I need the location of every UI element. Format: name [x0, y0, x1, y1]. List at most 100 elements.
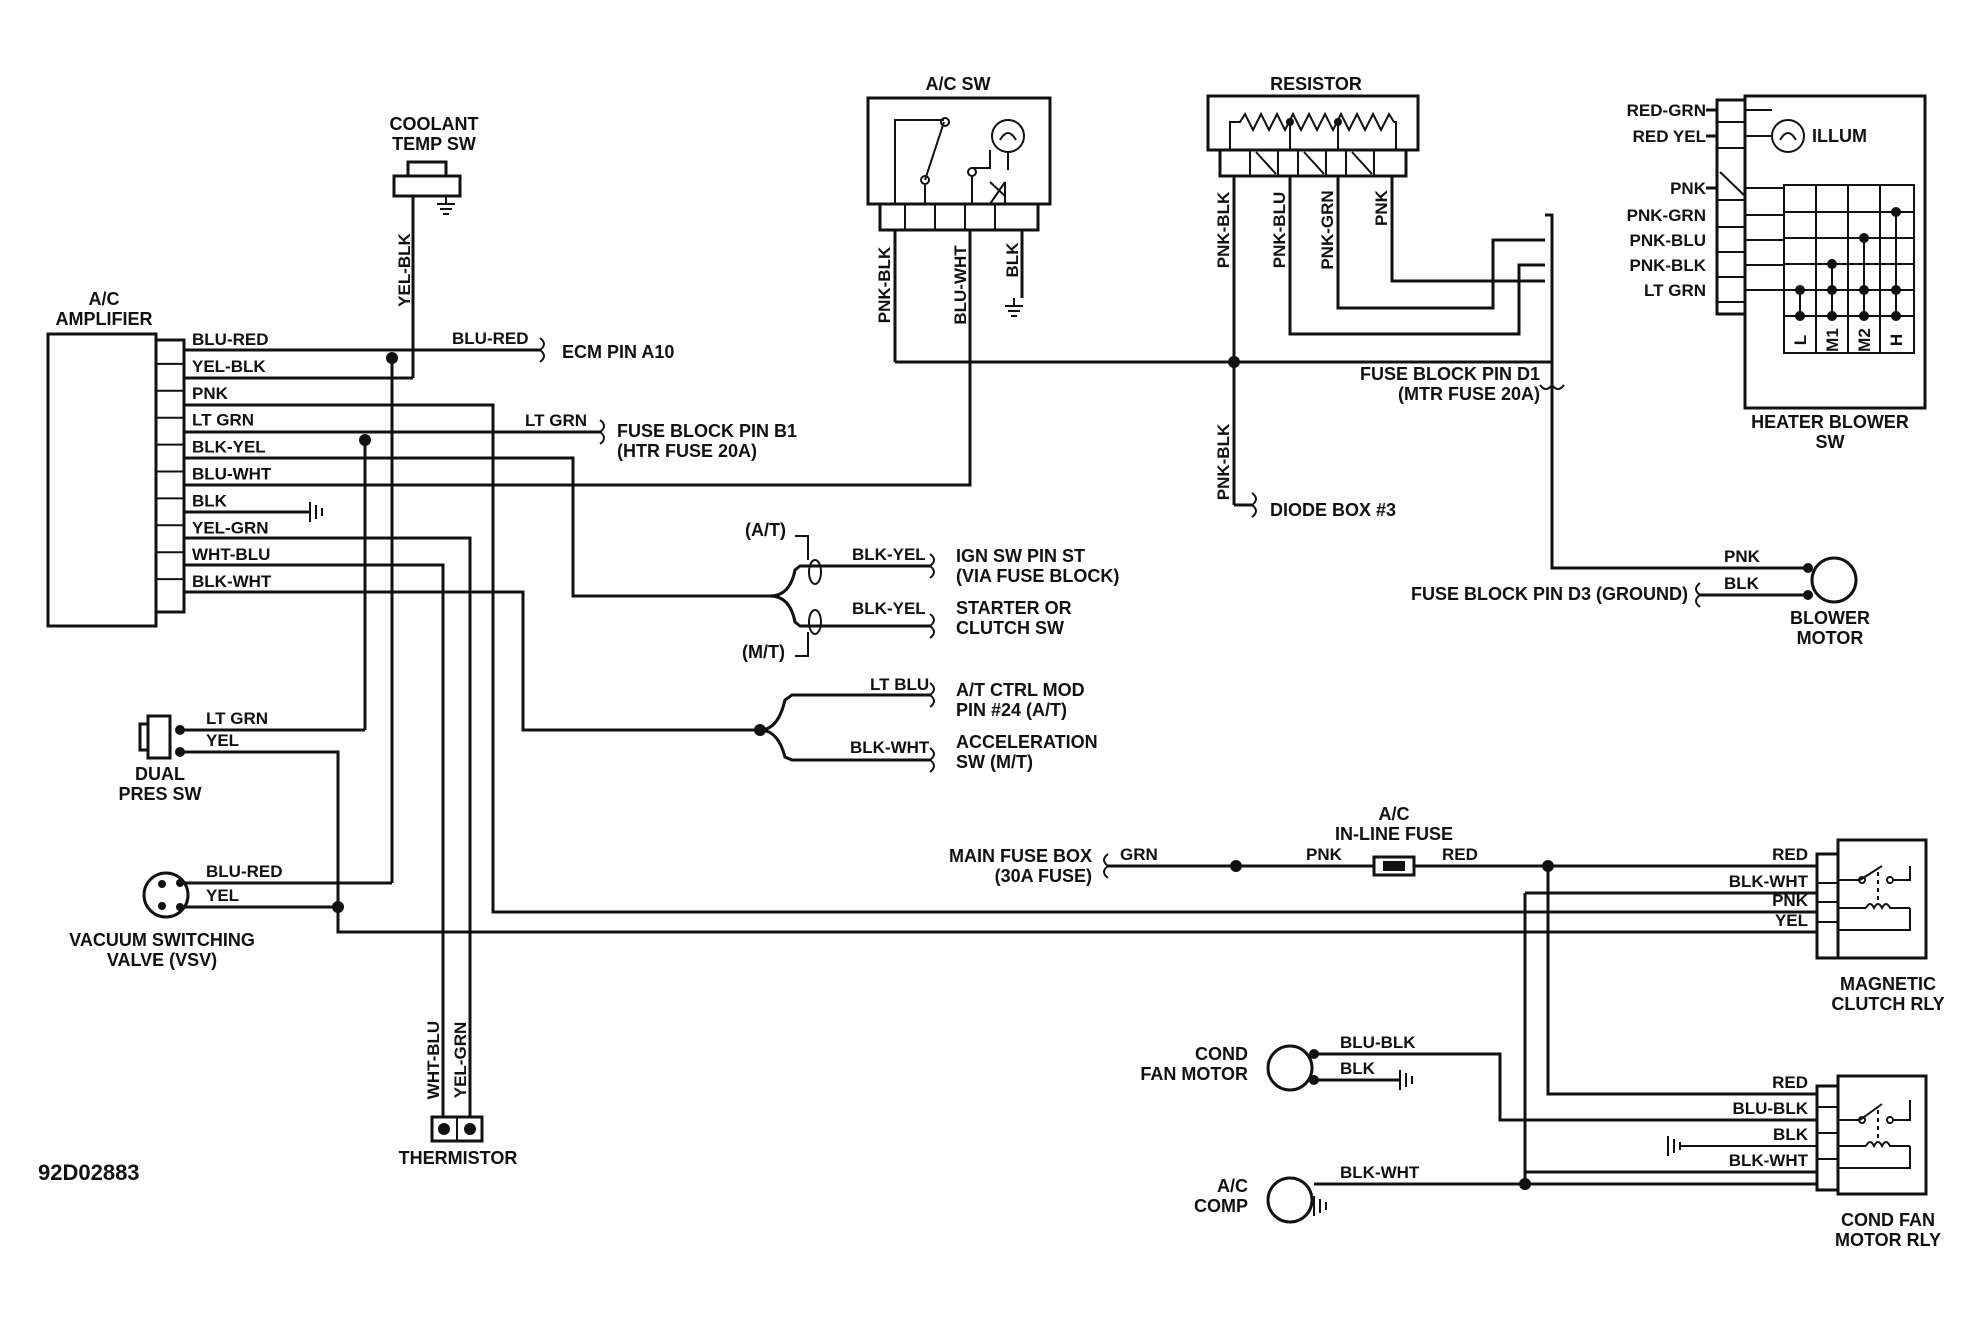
fuse-d1-branch: FUSE BLOCK PIN D1 (MTR FUSE 20A) — [1360, 213, 1565, 404]
contact-grid-lines — [1784, 185, 1914, 353]
blower-resistor: RESISTOR PNK-BLK PNK-BLU PNK-GRN PNK DIO… — [1206, 74, 1545, 520]
resistor-zigzag — [1229, 111, 1397, 150]
magnetic-clutch-label-2: CLUTCH RLY — [1831, 994, 1944, 1014]
acsw-blk-label: BLK — [1003, 242, 1022, 278]
mf-red-label: RED — [1442, 845, 1478, 864]
cond-fan-relay-pin-label: BLK-WHT — [1729, 1151, 1809, 1170]
ac-switch-body — [866, 96, 1052, 206]
wire-red-to-cond-rly — [1546, 866, 1817, 1096]
magnetic-clutch-connector — [1815, 852, 1840, 960]
th-yel-grn-label: YEL-GRN — [451, 1022, 470, 1099]
lamp-filament — [1779, 132, 1797, 141]
diode-terminal — [1719, 171, 1746, 197]
at-wire-label: LT BLU — [870, 675, 929, 694]
motor-terminal — [1803, 563, 1813, 573]
vsv-blu-red-label: BLU-RED — [206, 862, 283, 881]
dual-pres-label-1: DUAL — [135, 764, 185, 784]
dps-yel-label: YEL — [206, 731, 239, 750]
magnetic-clutch-relay-body — [1836, 838, 1928, 960]
switch-position-label: M2 — [1855, 328, 1874, 352]
contact-point — [1858, 876, 1866, 884]
coolant-temp-sw-label-1: COOLANT — [390, 114, 479, 134]
cond-fan-relay-pin-label: BLK — [1773, 1125, 1809, 1144]
ac-sw-label: A/C SW — [926, 74, 991, 94]
starter-destination-1: STARTER OR — [956, 598, 1072, 618]
wire-pnk-blower — [1550, 215, 1808, 570]
relay-contacts — [1838, 865, 1911, 931]
res-pnk-label: PNK — [1372, 189, 1391, 226]
wire-yel-grn-to-thermistor — [184, 536, 472, 1117]
ac-amplifier-connector — [154, 338, 186, 614]
mf-grn-label: GRN — [1120, 845, 1158, 864]
contact-point — [920, 175, 930, 185]
accel-destination-2: SW (M/T) — [956, 752, 1033, 772]
wire-starter — [769, 594, 930, 628]
resistor-label: RESISTOR — [1270, 74, 1362, 94]
amplifier-pin-label: PNK — [192, 384, 229, 403]
wire-res-pnk — [1390, 176, 1545, 283]
ac-amplifier-label-1: A/C — [89, 289, 120, 309]
acsw-blu-wht-label: BLU-WHT — [951, 245, 970, 325]
th-wht-blu-label: WHT-BLU — [424, 1021, 443, 1099]
diagram-id: 92D02883 — [38, 1160, 140, 1185]
blower-switch-pin-label: RED YEL — [1633, 127, 1706, 146]
ac-comp-label-2: COMP — [1194, 1196, 1248, 1216]
fuse-d3-destination: FUSE BLOCK PIN D3 (GROUND) — [1411, 584, 1688, 604]
inline-fuse-label-2: IN-LINE FUSE — [1335, 824, 1453, 844]
ecm-wire-label: BLU-RED — [452, 329, 529, 348]
amplifier-pin-label: BLU-RED — [192, 330, 269, 349]
ignition-starter-branch: (A/T) (M/T) BLK-YEL BLK-YEL IGN SW PIN S… — [742, 520, 1119, 662]
starter-wire-label: BLK-YEL — [852, 599, 926, 618]
clutch-relay-pin-label: YEL — [1775, 911, 1808, 930]
ecm-destination: ECM PIN A10 — [562, 342, 674, 362]
terminal-dot — [464, 1123, 476, 1135]
connector-break-starter — [929, 613, 935, 639]
main-fuse-destination-1: MAIN FUSE BOX — [949, 846, 1092, 866]
ground-icon — [1667, 1136, 1681, 1156]
junction-dot — [1230, 860, 1242, 872]
main-fuse-branch: MAIN FUSE BOX (30A FUSE) GRN PNK A/C IN-… — [949, 804, 1817, 1096]
mt-leader — [795, 632, 809, 657]
acsw-pnk-blk-label: PNK-BLK — [875, 246, 894, 323]
accel-wire-label: BLK-WHT — [850, 738, 930, 757]
blower-switch-pin-label: LT GRN — [1644, 281, 1706, 300]
at-destination-2: PIN #24 (A/T) — [956, 700, 1067, 720]
wire-dps-yel — [180, 750, 1545, 934]
at-destination-1: A/T CTRL MOD — [956, 680, 1085, 700]
vsv-label-2: VALVE (VSV) — [107, 950, 217, 970]
inline-fuse-label-1: A/C — [1379, 804, 1410, 824]
terminal-dot — [438, 1123, 450, 1135]
contact-point — [1886, 876, 1894, 884]
vsv-label-1: VACUUM SWITCHING — [69, 930, 255, 950]
ground-icon — [1005, 298, 1023, 317]
wire-at-ctrl — [759, 693, 930, 732]
contact-point — [1886, 1116, 1894, 1124]
res-pnk-blu-label: PNK-BLU — [1270, 192, 1289, 269]
switch-contact — [894, 119, 945, 204]
wire-pnk-to-clutch-rly — [184, 403, 1545, 914]
wire-res-pnk-blu — [1288, 176, 1545, 336]
coolant-wire-label: YEL-BLK — [395, 232, 414, 306]
ground-icon — [1313, 1196, 1327, 1216]
coolant-temp-switch: COOLANT TEMP SW YEL-BLK — [390, 114, 479, 378]
amplifier-pin-label: WHT-BLU — [192, 545, 270, 564]
vacuum-switching-valve: BLU-RED YEL VACUUM SWITCHING VALVE (VSV) — [69, 862, 392, 970]
terminal-dot — [158, 880, 166, 888]
contact-point — [940, 117, 950, 127]
connector-break-at — [929, 682, 935, 708]
ac-comp-label-1: A/C — [1217, 1176, 1248, 1196]
ground-icon — [309, 502, 323, 522]
clutch-relay-pin-label: BLK-WHT — [1729, 872, 1809, 891]
lamp-filament — [999, 132, 1017, 141]
wire-wht-blu-to-thermistor — [184, 563, 445, 1117]
fuse-d1-destination-2: (MTR FUSE 20A) — [1398, 384, 1540, 404]
ign-destination-1: IGN SW PIN ST — [956, 546, 1085, 566]
heater-blower-connector — [1715, 98, 1747, 316]
connector-break-main — [1103, 853, 1109, 879]
